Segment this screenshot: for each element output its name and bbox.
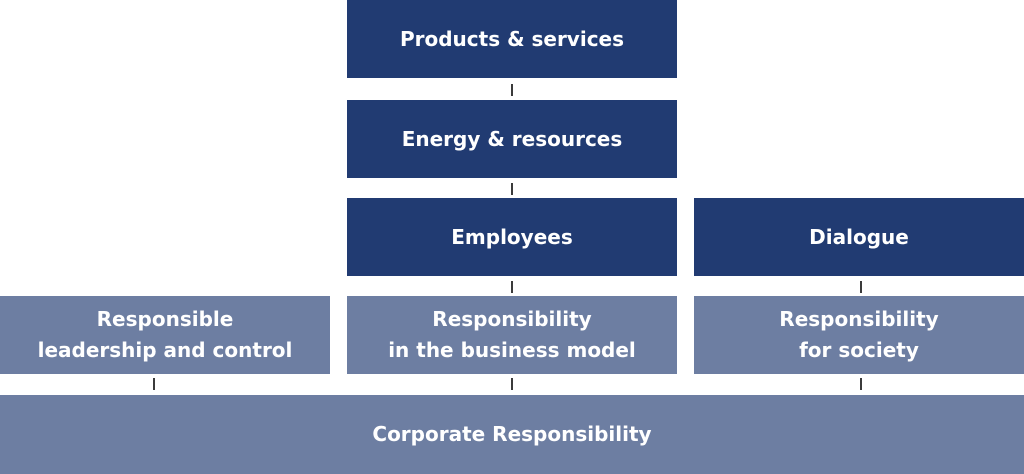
products-services-box: Products & services	[347, 0, 677, 78]
connector-dialogue-society	[860, 281, 862, 293]
responsibility-society-line-2: for society	[799, 338, 919, 362]
corporate-responsibility-box: Corporate Responsibility	[0, 395, 1024, 474]
energy-resources-label: Energy & resources	[401, 126, 623, 151]
products-services-label: Products & services	[399, 26, 625, 51]
connector-business-model-corporate	[511, 378, 513, 390]
responsibility-society-line-1: Responsibility	[779, 307, 939, 331]
responsibility-business-model-box: Responsibility in the business model	[347, 296, 677, 374]
responsibility-business-model-line-1: Responsibility	[432, 307, 592, 331]
dialogue-label: Dialogue	[809, 224, 909, 249]
responsible-leadership-line-2: leadership and control	[37, 338, 293, 362]
employees-label: Employees	[451, 224, 573, 249]
energy-resources-box: Energy & resources	[347, 100, 677, 178]
responsibility-business-model-line-2: in the business model	[388, 338, 636, 362]
connector-society-corporate	[860, 378, 862, 390]
corporate-responsibility-label: Corporate Responsibility	[372, 422, 652, 446]
responsible-leadership-box: Responsible leadership and control	[0, 296, 330, 374]
connector-products-energy	[511, 84, 513, 96]
connector-energy-employees	[511, 183, 513, 195]
dialogue-box: Dialogue	[694, 198, 1024, 276]
responsible-leadership-line-1: Responsible	[96, 307, 234, 331]
responsibility-society-box: Responsibility for society	[694, 296, 1024, 374]
employees-box: Employees	[347, 198, 677, 276]
connector-leadership-corporate	[153, 378, 155, 390]
connector-employees-business-model	[511, 281, 513, 293]
